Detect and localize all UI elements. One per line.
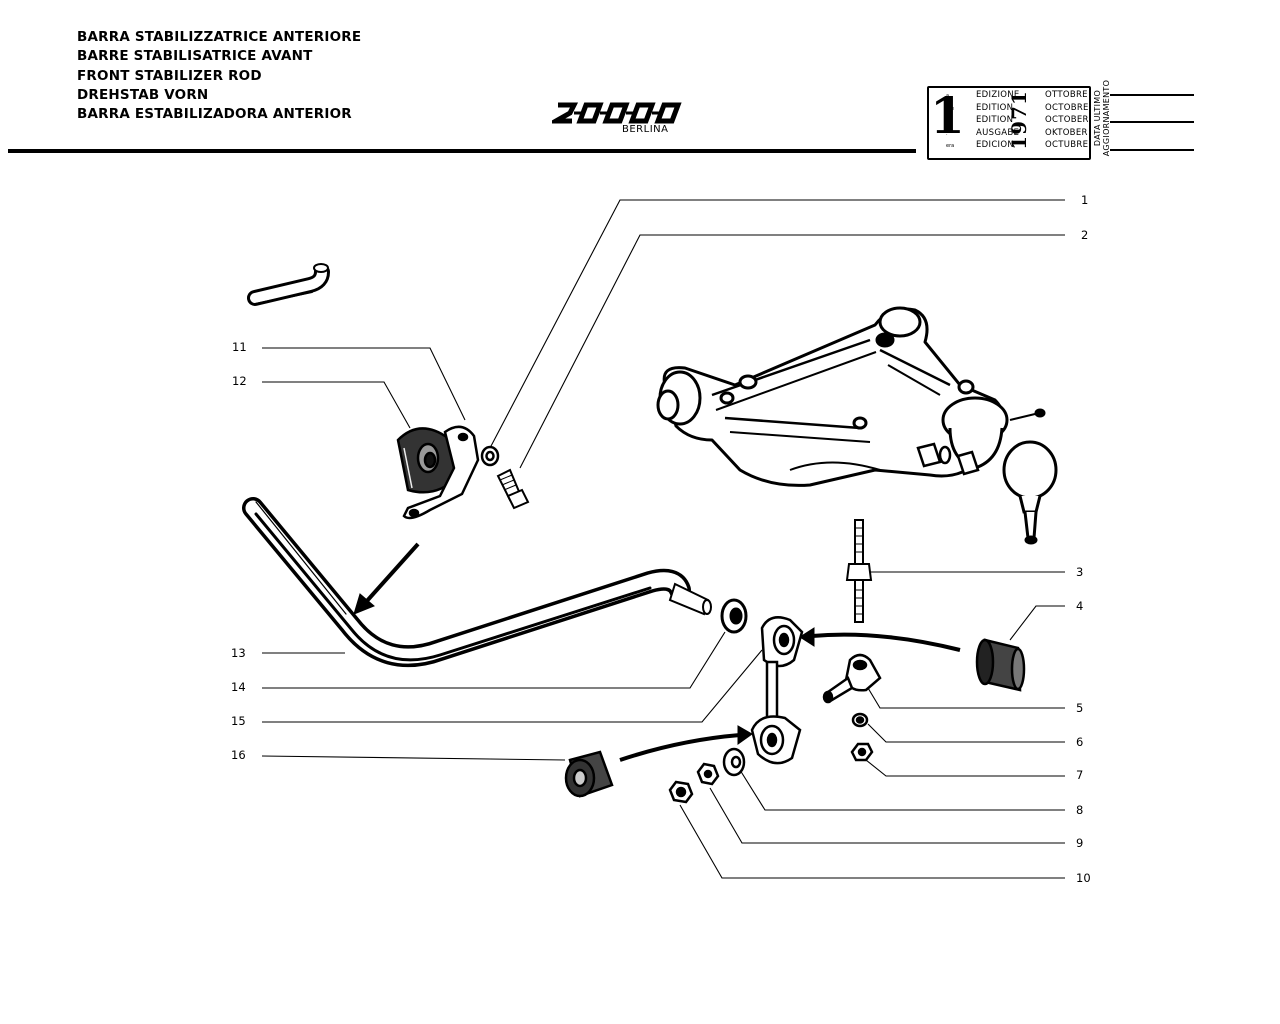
ordinal-suffix: era	[946, 143, 955, 149]
leader-line-6	[867, 723, 1065, 743]
callout-9: 9	[1076, 836, 1084, 850]
clamp-bracket-11	[402, 425, 480, 520]
edition-word: EDITION	[976, 102, 1014, 113]
rubber-bushing-12	[396, 427, 458, 494]
callout-2: 2	[1081, 228, 1089, 242]
control-arm-bushings	[656, 306, 975, 430]
title-french: BARRE STABILISATRICE AVANT	[77, 48, 313, 65]
callout-12: 12	[232, 374, 247, 388]
update-line	[1110, 121, 1194, 123]
nut-7	[850, 742, 874, 762]
callout-13: 13	[231, 646, 246, 660]
title-italian: BARRA STABILIZZATRICE ANTERIORE	[77, 29, 362, 45]
leader-line-2	[519, 234, 1065, 469]
ordinal-suffix: a	[946, 93, 950, 99]
stud-3	[845, 519, 873, 623]
leader-line-10	[679, 804, 1065, 879]
model-logo	[552, 102, 682, 124]
ordinal-suffix: ere	[946, 105, 955, 112]
control-arm	[662, 307, 1004, 487]
leader-line-14	[262, 631, 726, 689]
edition-box	[927, 86, 1091, 160]
callout-16: 16	[231, 748, 246, 762]
edition-words: EDIZIONE EDITION EDITION AUSGABE EDICION	[976, 89, 1020, 152]
stabilizer-bar	[242, 497, 691, 668]
leader-line-4	[1009, 605, 1065, 641]
leader-line-11	[262, 347, 466, 421]
callout-10: 10	[1076, 871, 1091, 885]
assembly-arrow-bracket	[353, 542, 420, 615]
edition-word: AUSGABE	[976, 127, 1020, 138]
leader-line-7	[865, 759, 1065, 777]
model-variant: BERLINA	[622, 124, 669, 135]
title-english: FRONT STABILIZER ROD	[77, 67, 262, 84]
arm-nuts	[916, 442, 980, 476]
leader-line-1	[489, 199, 1065, 449]
callout-7: 7	[1076, 768, 1084, 782]
washer-1	[480, 445, 500, 467]
title-german: DREHSTAB VORN	[77, 86, 209, 103]
page-titles: BARRA STABILIZZATRICE ANTERIORE BARRE ST…	[77, 28, 361, 124]
update-line	[1110, 149, 1194, 151]
callout-1: 1	[1081, 193, 1089, 207]
callout-15: 15	[231, 714, 246, 728]
bar-upper-fragment	[247, 263, 330, 306]
edition-word: EDIZIONE	[976, 90, 1020, 100]
header-rule	[8, 149, 916, 153]
drop-link-15	[750, 616, 804, 765]
edition-month: OCTOBRE	[1045, 102, 1089, 113]
edition-month: OTTOBRE	[1045, 90, 1088, 100]
rubber-bushing-16	[564, 750, 614, 798]
edition-ordinals: a ere st . era	[946, 90, 954, 153]
callout-11: 11	[232, 340, 247, 354]
title-spanish: BARRA ESTABILIZADORA ANTERIOR	[77, 106, 352, 123]
rubber-bushing-4	[975, 638, 1026, 692]
ball-stud-5	[822, 653, 882, 704]
callout-4: 4	[1076, 599, 1084, 613]
callout-8: 8	[1076, 803, 1084, 817]
washer-6	[851, 712, 869, 728]
nut-10	[668, 780, 694, 804]
edition-month: OCTUBRE	[1045, 140, 1089, 151]
bolt-2	[496, 468, 530, 510]
edition-number: 1	[930, 86, 965, 145]
assembly-arrow-bushing	[799, 627, 961, 652]
leader-line-12	[262, 381, 411, 429]
leader-line-5	[867, 687, 1065, 709]
leader-line-8	[739, 769, 1065, 811]
leader-lines	[261, 199, 1065, 879]
nut-9	[696, 762, 720, 786]
washer-14	[720, 598, 748, 634]
ball-joint	[941, 396, 1058, 545]
leader-line-16	[261, 755, 566, 761]
callout-3: 3	[1076, 565, 1084, 579]
callout-14: 14	[231, 680, 246, 694]
callout-6: 6	[1076, 735, 1084, 749]
edition-month: OKTOBER	[1045, 127, 1088, 138]
callout-5: 5	[1076, 701, 1084, 715]
ordinal-suffix: .	[946, 130, 948, 137]
assembly-arrow-bushing-16	[619, 725, 753, 762]
edition-months: OTTOBRE OCTOBRE OCTOBER OKTOBER OCTUBRE	[1045, 89, 1089, 152]
edition-month: OCTOBER	[1045, 115, 1089, 126]
bar-end-stub	[668, 582, 712, 616]
ordinal-suffix: st	[946, 118, 951, 124]
edition-word: EDICION	[976, 140, 1015, 151]
leader-line-9	[709, 787, 1065, 844]
washer-8	[722, 747, 746, 777]
edition-word: EDITION	[976, 115, 1014, 126]
update-line	[1110, 94, 1194, 96]
leader-line-15	[262, 649, 763, 723]
